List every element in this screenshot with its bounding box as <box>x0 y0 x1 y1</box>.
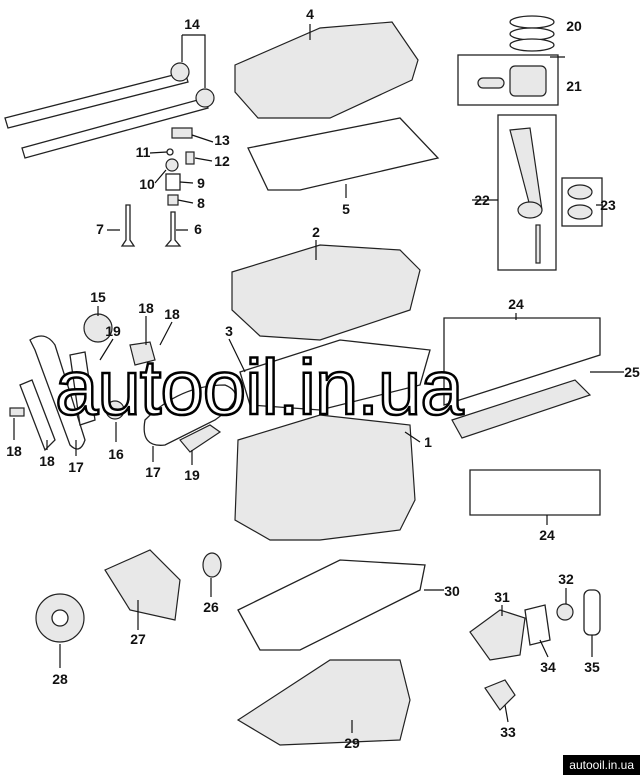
callout-label: 13 <box>214 132 230 148</box>
callout-label: 11 <box>136 144 151 160</box>
callout-label: 6 <box>194 221 202 237</box>
callout-label: 25 <box>624 364 640 380</box>
callout-label: 15 <box>90 289 106 305</box>
callout-label: 33 <box>500 724 516 740</box>
callout-label: 19 <box>105 323 121 339</box>
callout-label: 2 <box>312 224 320 240</box>
callout-label: 8 <box>197 195 205 211</box>
callout-label: 4 <box>306 6 314 22</box>
callout-label: 17 <box>68 459 84 475</box>
callout-label: 35 <box>584 659 600 675</box>
callout-label: 7 <box>96 221 104 237</box>
callout-label: 28 <box>52 671 68 687</box>
callout-label: 1 <box>424 434 432 450</box>
callout-label: 10 <box>139 176 155 192</box>
valve-cover-gasket <box>247 117 440 191</box>
crankshaft-bearings <box>443 317 601 516</box>
callout-label: 18 <box>164 306 180 322</box>
valve-train-parts <box>120 127 195 247</box>
callout-label: 14 <box>184 16 200 32</box>
callout-label: 32 <box>558 571 574 587</box>
callout-label: 22 <box>474 192 490 208</box>
leader-lines <box>13 24 624 733</box>
oil-pump-parts <box>469 589 601 711</box>
callout-label: 26 <box>203 599 219 615</box>
oil-pan <box>236 659 411 746</box>
callout-label: 24 <box>508 296 524 312</box>
callout-label: 18 <box>39 453 55 469</box>
callout-label: 9 <box>197 175 205 191</box>
valve-cover <box>234 21 419 119</box>
front-parts <box>35 549 222 643</box>
timing-parts <box>9 313 236 453</box>
head-gasket <box>239 339 431 411</box>
callout-label: 21 <box>566 78 582 94</box>
callout-label: 34 <box>540 659 556 675</box>
cylinder-head <box>231 244 421 341</box>
oil-pan-gasket <box>237 559 426 651</box>
callout-label: 30 <box>444 583 460 599</box>
piston-parts <box>457 15 603 271</box>
footer-url: autooil.in.ua <box>563 755 640 775</box>
callout-label: 17 <box>145 464 161 480</box>
callout-label: 23 <box>600 197 616 213</box>
callout-label: 20 <box>566 18 582 34</box>
callout-label: 24 <box>539 527 555 543</box>
callout-label: 18 <box>6 443 22 459</box>
callout-label: 29 <box>344 735 360 751</box>
callout-label: 19 <box>184 467 200 483</box>
callout-label: 3 <box>225 323 233 339</box>
watermark: autooil.in.ua <box>55 343 464 431</box>
engine-block <box>234 414 416 541</box>
callout-label: 12 <box>214 153 230 169</box>
callout-label: 5 <box>342 201 350 217</box>
camshafts <box>4 62 215 159</box>
callout-label: 18 <box>138 300 154 316</box>
callout-label: 16 <box>108 446 124 462</box>
callout-label: 27 <box>130 631 146 647</box>
callout-label: 31 <box>494 589 510 605</box>
